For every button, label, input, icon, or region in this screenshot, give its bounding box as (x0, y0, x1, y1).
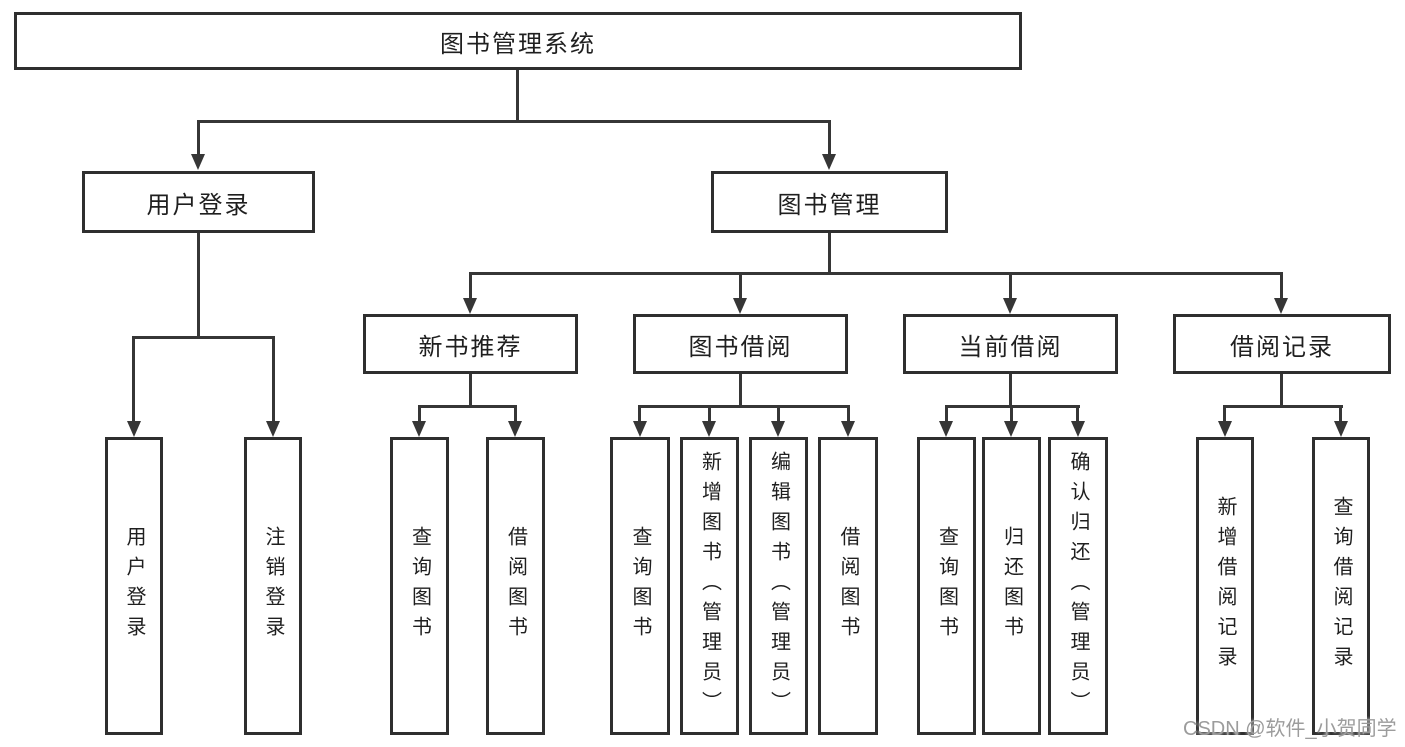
leaf-g1-query-books-label: 查询图书 (408, 526, 431, 646)
leaf-g1-query-books: 查询图书 (390, 437, 449, 735)
leaf-g1-borrow-books: 借阅图书 (486, 437, 545, 735)
arrowhead-g2-child-1 (633, 421, 647, 437)
node-root-library-system: 图书管理系统 (14, 12, 1022, 70)
node-new-book-recommend-label: 新书推荐 (418, 333, 523, 361)
connector-g1-drop-2 (514, 405, 517, 421)
leaf-g2-borrow-books-label: 借阅图书 (837, 526, 859, 646)
connector-drop-new-books (469, 272, 472, 299)
leaf-user-login-label: 用户登录 (123, 526, 145, 646)
connector-drop-user-login (197, 120, 200, 155)
arrowhead-current-borrow (1003, 298, 1017, 314)
leaf-g2-add-books-admin: 新增图书（管理员） (680, 437, 739, 735)
connector-login-branch (132, 336, 275, 339)
leaf-g2-query-books-label: 查询图书 (629, 526, 651, 646)
arrowhead-book-management (822, 154, 836, 170)
connector-g4-drop-1 (1223, 405, 1226, 421)
node-borrowing-records-label: 借阅记录 (1230, 333, 1334, 361)
arrowhead-g3-child-3 (1071, 421, 1085, 437)
arrowhead-g4-child-2 (1334, 421, 1348, 437)
arrowhead-book-borrow (733, 298, 747, 314)
connector-login-trunk (197, 233, 200, 336)
connector-drop-login-child-2 (272, 336, 275, 421)
leaf-logout: 注销登录 (244, 437, 302, 735)
arrowhead-g2-child-3 (771, 421, 785, 437)
arrowhead-g2-child-2 (702, 421, 716, 437)
node-new-book-recommend: 新书推荐 (363, 314, 578, 374)
node-root-label: 图书管理系统 (440, 30, 596, 58)
connector-g2-drop-1 (638, 405, 641, 421)
leaf-g3-confirm-return-admin: 确认归还（管理员） (1048, 437, 1108, 735)
leaf-g2-borrow-books: 借阅图书 (818, 437, 878, 735)
arrowhead-borrow-records (1274, 298, 1288, 314)
arrowhead-login-child-1 (127, 421, 141, 437)
arrowhead-g1-child-2 (508, 421, 522, 437)
connector-g3-drop-3 (1076, 405, 1079, 421)
connector-drop-login-child-1 (132, 336, 135, 421)
connector-drop-current-borrow (1009, 272, 1012, 299)
leaf-g3-query-books-label: 查询图书 (935, 526, 958, 646)
leaf-g3-query-books: 查询图书 (917, 437, 976, 735)
connector-g2-drop-2 (708, 405, 711, 421)
leaf-g4-add-borrow-record-label: 新增借阅记录 (1214, 496, 1236, 676)
arrowhead-g4-child-1 (1218, 421, 1232, 437)
node-current-borrowing: 当前借阅 (903, 314, 1118, 374)
connector-drop-borrow-records (1280, 272, 1283, 299)
arrowhead-g3-child-2 (1004, 421, 1018, 437)
connector-g2-trunk (739, 374, 742, 405)
connector-g2-branch (638, 405, 850, 408)
arrowhead-g3-child-1 (939, 421, 953, 437)
node-book-borrowing: 图书借阅 (633, 314, 848, 374)
connector-g4-drop-2 (1339, 405, 1342, 421)
node-borrowing-records: 借阅记录 (1173, 314, 1391, 374)
leaf-g2-edit-books-admin-label: 编辑图书（管理员） (767, 451, 790, 721)
leaf-g2-query-books: 查询图书 (610, 437, 670, 735)
arrowhead-login-child-2 (266, 421, 280, 437)
leaf-g4-add-borrow-record: 新增借阅记录 (1196, 437, 1254, 735)
node-user-login-label: 用户登录 (146, 191, 251, 219)
arrowhead-user-login (191, 154, 205, 170)
connector-root-trunk (516, 70, 519, 120)
connector-mgmt-branch (469, 272, 1283, 275)
arrowhead-new-books (463, 298, 477, 314)
leaf-user-login: 用户登录 (105, 437, 163, 735)
connector-mgmt-trunk (828, 233, 831, 272)
connector-g4-trunk (1280, 374, 1283, 405)
leaf-g4-query-borrow-record-label: 查询借阅记录 (1330, 496, 1352, 676)
connector-g1-drop-1 (418, 405, 421, 421)
connector-g3-trunk (1009, 374, 1012, 405)
connector-g3-drop-2 (1010, 405, 1013, 421)
leaf-logout-label: 注销登录 (262, 526, 284, 646)
leaf-g2-edit-books-admin: 编辑图书（管理员） (749, 437, 808, 735)
leaf-g4-query-borrow-record: 查询借阅记录 (1312, 437, 1370, 735)
leaf-g1-borrow-books-label: 借阅图书 (504, 526, 527, 646)
connector-g1-branch (418, 405, 517, 408)
connector-g4-branch (1223, 405, 1343, 408)
leaf-g3-return-books: 归还图书 (982, 437, 1041, 735)
leaf-g2-add-books-admin-label: 新增图书（管理员） (698, 451, 721, 721)
csdn-watermark: CSDN @软件_小贺同学 (1183, 718, 1397, 740)
connector-drop-book-borrow (739, 272, 742, 299)
connector-g1-trunk (469, 374, 472, 405)
leaf-g3-confirm-return-admin-label: 确认归还（管理员） (1067, 451, 1089, 721)
node-book-management-label: 图书管理 (777, 191, 882, 219)
node-current-borrowing-label: 当前借阅 (958, 333, 1063, 361)
connector-g2-drop-4 (847, 405, 850, 421)
arrowhead-g2-child-4 (841, 421, 855, 437)
arrowhead-g1-child-1 (412, 421, 426, 437)
node-book-management: 图书管理 (711, 171, 948, 233)
connector-g3-drop-1 (945, 405, 948, 421)
leaf-g3-return-books-label: 归还图书 (1000, 526, 1023, 646)
connector-root-branch (197, 120, 831, 123)
connector-drop-book-management (828, 120, 831, 155)
connector-g2-drop-3 (777, 405, 780, 421)
node-book-borrowing-label: 图书借阅 (688, 333, 793, 361)
node-user-login: 用户登录 (82, 171, 315, 233)
